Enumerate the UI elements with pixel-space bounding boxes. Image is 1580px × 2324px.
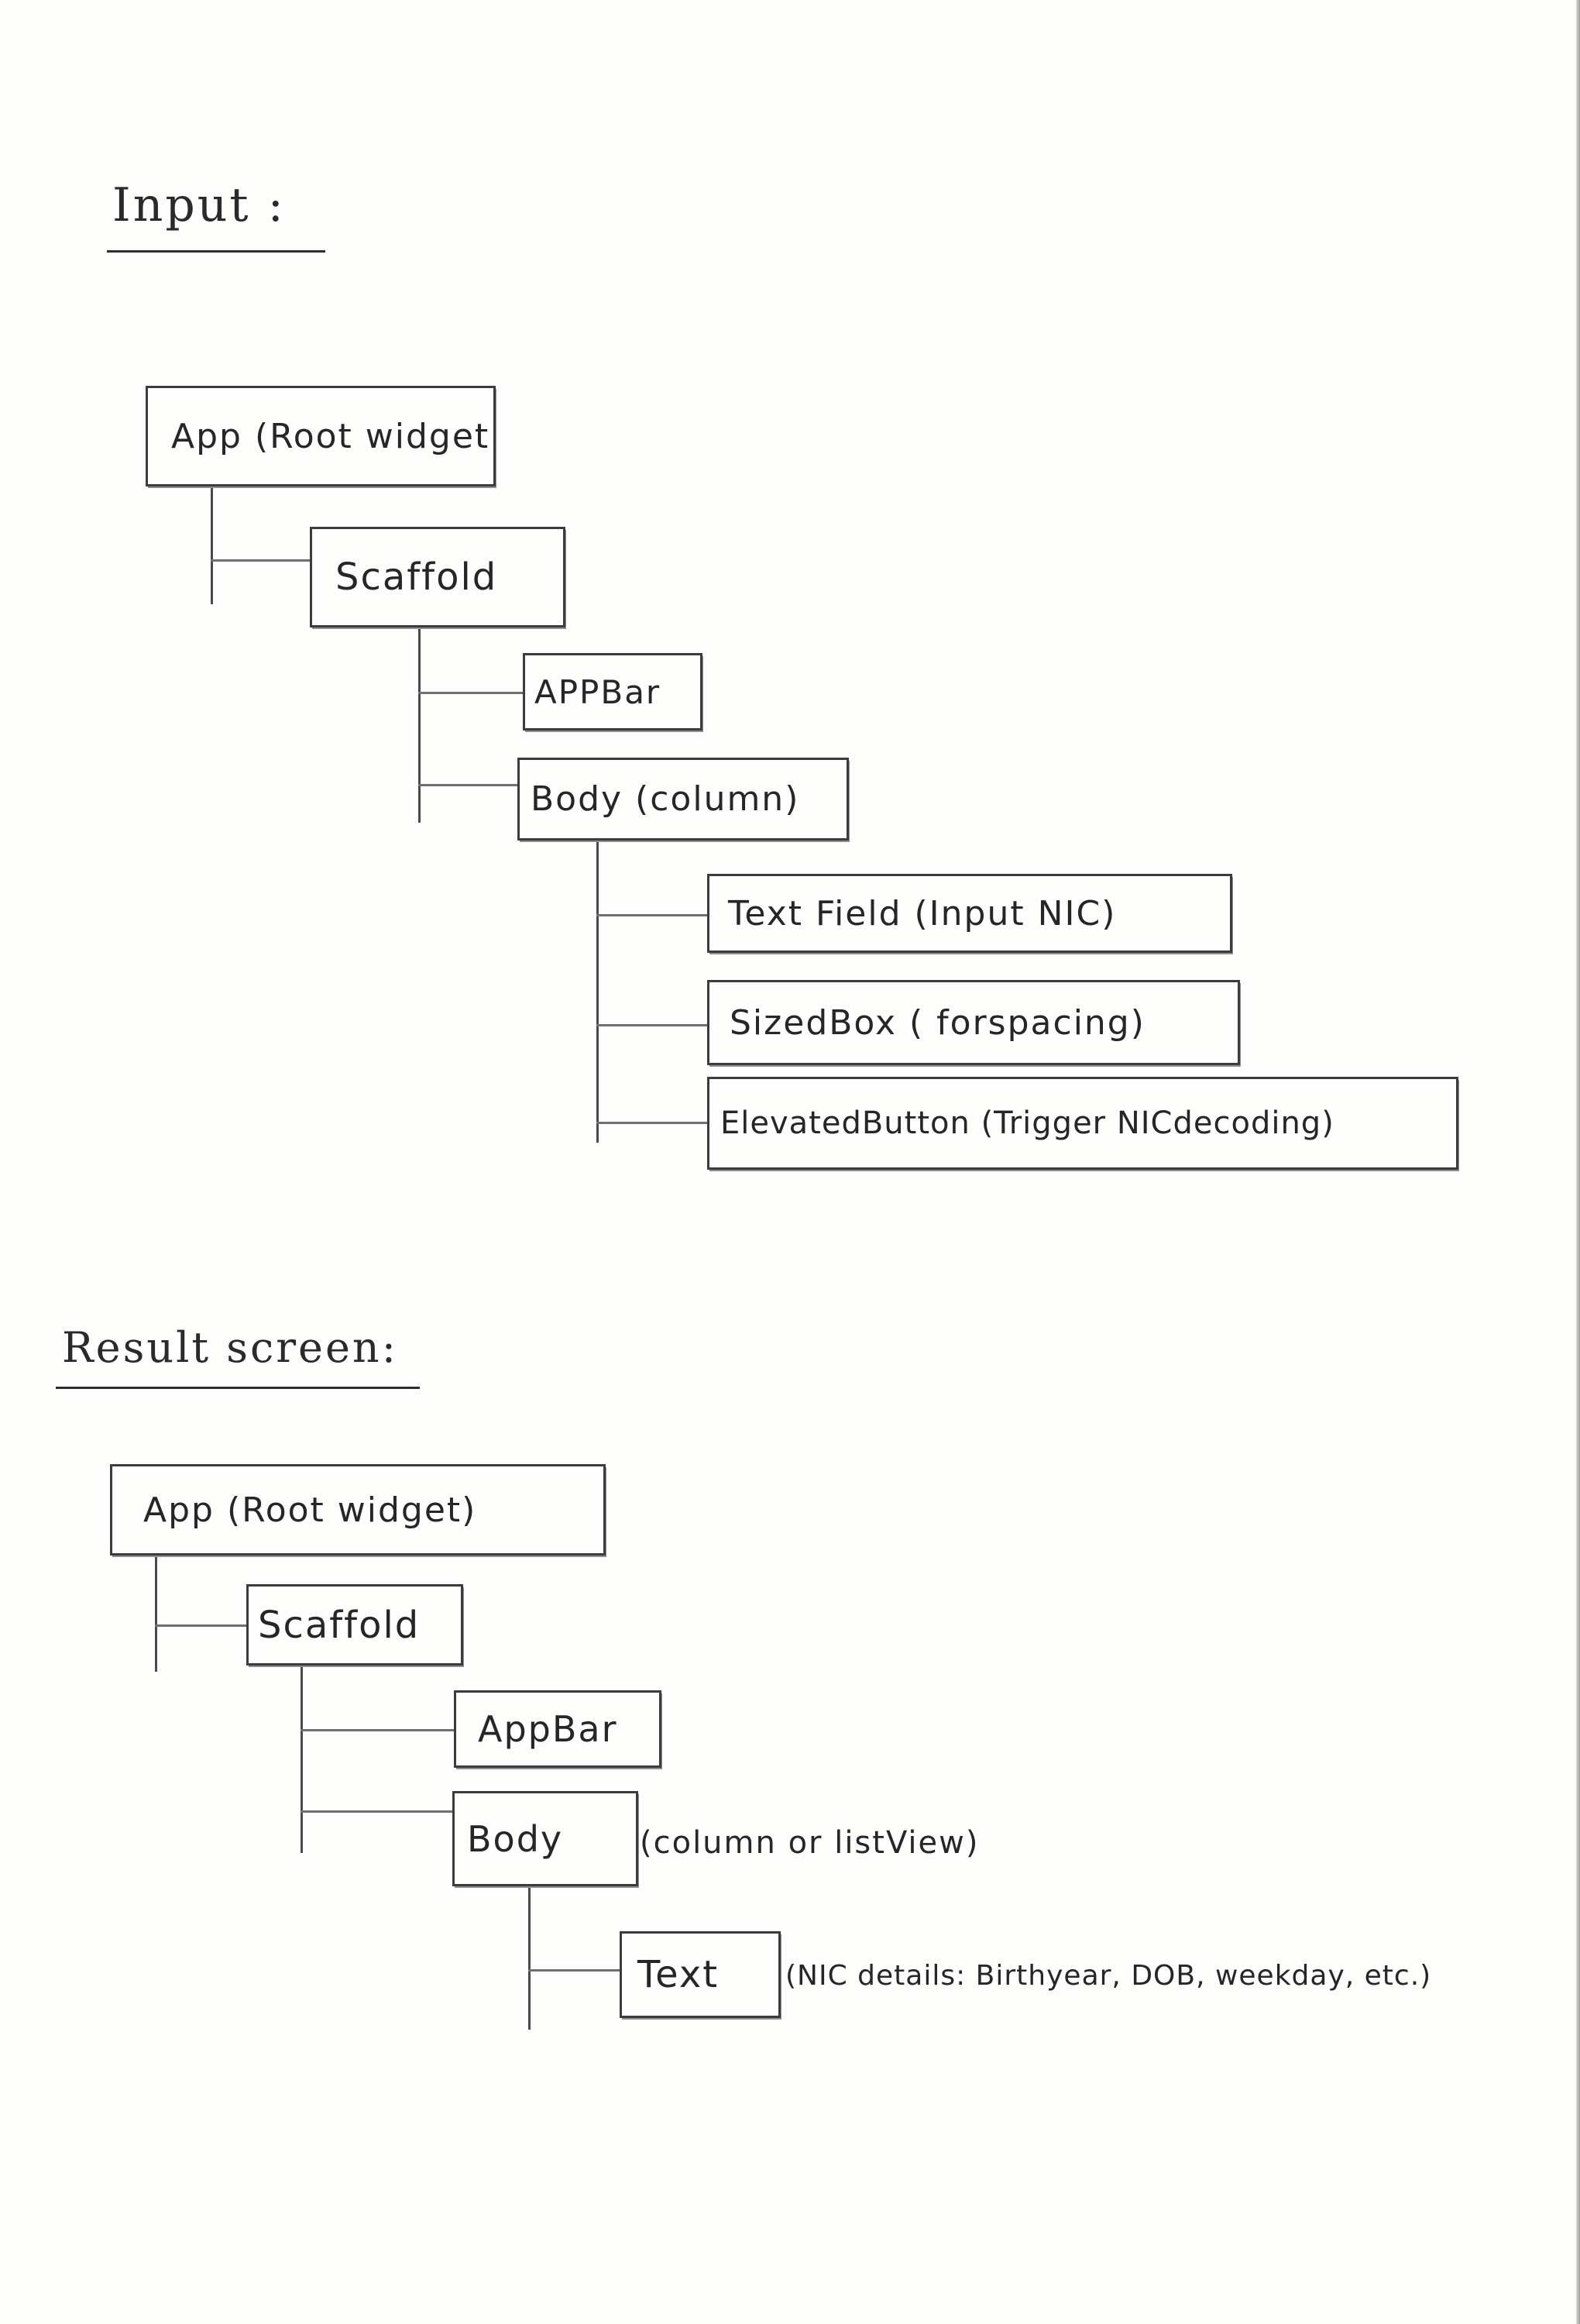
connector-to-text — [528, 1969, 621, 1972]
result-heading-underline — [56, 1387, 420, 1389]
result-text-label: Text — [637, 1953, 720, 1996]
input-body-label: Body (column) — [531, 779, 800, 819]
connector-scaffold-trunk — [301, 1666, 303, 1853]
connector-scaffold-trunk — [418, 627, 421, 823]
connector-to-body — [418, 784, 519, 786]
result-app-node: App (Root widget) — [110, 1464, 606, 1556]
input-textfield-node: Text Field (Input NIC) — [707, 874, 1232, 953]
input-elevatedbutton-node: ElevatedButton (Trigger NICdecoding) — [707, 1077, 1458, 1170]
connector-to-scaffold — [155, 1624, 248, 1627]
connector-body-trunk — [528, 1886, 531, 2030]
result-body-node: Body — [452, 1791, 638, 1886]
result-body-note: (column or listView) — [640, 1825, 980, 1861]
connector-to-sizedbox — [596, 1024, 709, 1026]
result-heading: Result screen: — [62, 1323, 398, 1372]
connector-app-trunk — [211, 486, 213, 604]
connector-to-body — [301, 1810, 454, 1813]
input-app-label: App (Root widget — [171, 416, 490, 456]
input-scaffold-node: Scaffold — [310, 527, 565, 627]
connector-app-trunk — [155, 1556, 157, 1672]
connector-to-appbar — [418, 692, 525, 694]
result-scaffold-node: Scaffold — [246, 1584, 463, 1666]
input-sizedbox-node: SizedBox ( forspacing) — [707, 980, 1240, 1065]
input-heading-underline — [107, 250, 325, 253]
input-sizedbox-label: SizedBox ( forspacing) — [730, 1002, 1146, 1043]
input-body-node: Body (column) — [517, 758, 849, 841]
page-edge — [1576, 0, 1580, 2324]
result-scaffold-label: Scaffold — [258, 1603, 421, 1647]
input-appbar-node: APPBar — [523, 653, 702, 731]
result-text-node: Text — [620, 1931, 781, 2018]
input-appbar-label: APPBar — [534, 672, 661, 711]
result-body-label: Body — [467, 1817, 564, 1860]
input-heading: Input : — [112, 178, 286, 232]
input-scaffold-label: Scaffold — [335, 555, 498, 599]
connector-to-elevatedbutton — [596, 1122, 709, 1124]
connector-to-appbar — [301, 1729, 455, 1731]
result-appbar-node: AppBar — [454, 1690, 661, 1768]
result-app-label: App (Root widget) — [143, 1490, 477, 1530]
connector-to-scaffold — [211, 559, 311, 562]
result-appbar-label: AppBar — [478, 1708, 618, 1750]
input-elevatedbutton-label: ElevatedButton (Trigger NICdecoding) — [720, 1105, 1334, 1141]
input-textfield-label: Text Field (Input NIC) — [728, 893, 1117, 933]
connector-to-textfield — [596, 914, 709, 916]
result-text-note: (NIC details: Birthyear, DOB, weekday, e… — [785, 1960, 1432, 1992]
connector-body-trunk — [596, 841, 599, 1143]
input-app-node: App (Root widget — [146, 386, 496, 486]
